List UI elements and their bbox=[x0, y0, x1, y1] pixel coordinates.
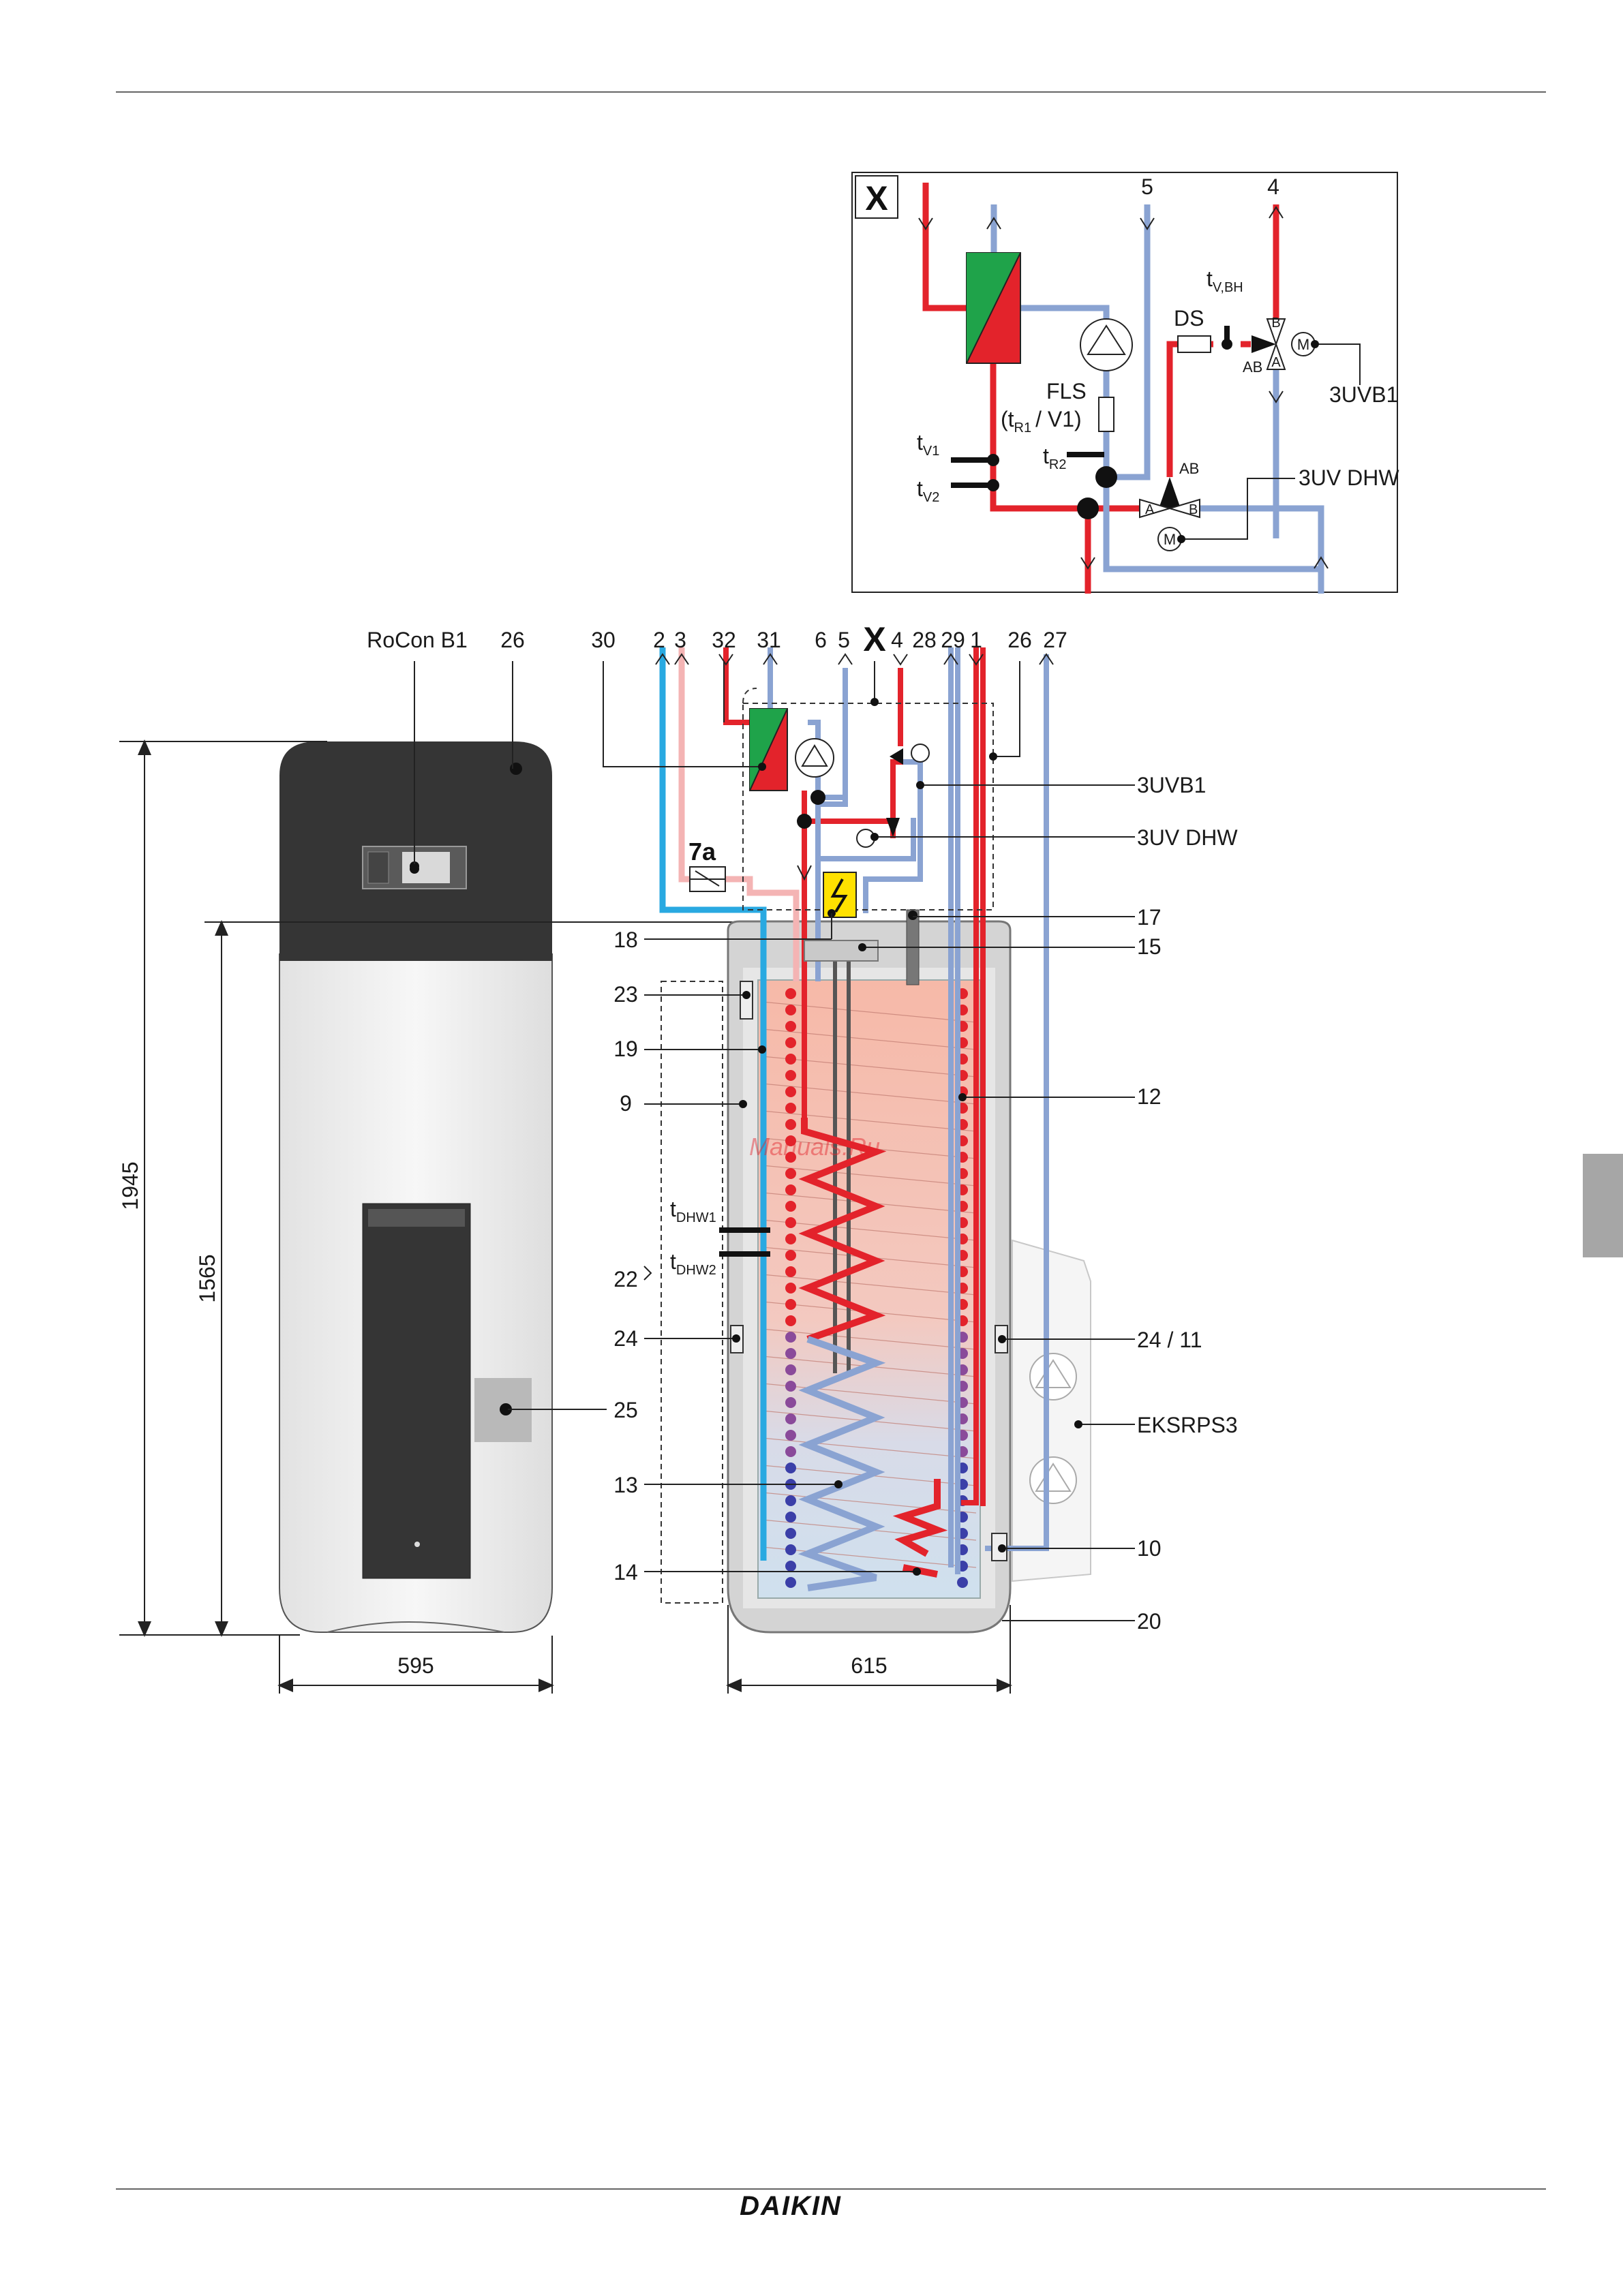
svg-text:17: 17 bbox=[1137, 905, 1162, 930]
svg-text:3: 3 bbox=[674, 628, 686, 652]
svg-text:29: 29 bbox=[941, 628, 965, 652]
svg-text:30: 30 bbox=[591, 628, 616, 652]
svg-text:M: M bbox=[1297, 336, 1309, 353]
svg-text:A: A bbox=[1271, 355, 1281, 370]
svg-text:28: 28 bbox=[912, 628, 937, 652]
svg-text:26: 26 bbox=[500, 628, 525, 652]
inset-box-label: X bbox=[865, 179, 888, 217]
svg-text:23: 23 bbox=[613, 982, 638, 1007]
svg-text:DS: DS bbox=[1174, 306, 1204, 331]
svg-text:2: 2 bbox=[653, 628, 665, 652]
front-panel-door bbox=[363, 1204, 470, 1578]
svg-text:18: 18 bbox=[613, 928, 638, 952]
svg-text:A: A bbox=[1145, 502, 1155, 517]
svg-text:4: 4 bbox=[891, 628, 903, 652]
pressure-sensor-icon bbox=[1178, 336, 1211, 352]
svg-text:RoCon B1: RoCon B1 bbox=[367, 628, 468, 652]
svg-text:31: 31 bbox=[757, 628, 781, 652]
flow-sensor-icon bbox=[1099, 397, 1114, 431]
svg-text:4: 4 bbox=[1267, 174, 1279, 199]
svg-text:615: 615 bbox=[851, 1653, 887, 1678]
inset-schematic: X bbox=[852, 172, 1399, 594]
daikin-logo: DAIKIN bbox=[740, 2191, 842, 2221]
svg-text:X: X bbox=[863, 620, 885, 658]
svg-text:B: B bbox=[1271, 316, 1280, 331]
svg-text:(tR1/ V1): (tR1/ V1) bbox=[1001, 407, 1082, 435]
svg-text:9: 9 bbox=[620, 1091, 632, 1116]
svg-text:10: 10 bbox=[1137, 1536, 1162, 1561]
svg-text:FLS: FLS bbox=[1046, 379, 1087, 403]
svg-text:B: B bbox=[1189, 502, 1198, 517]
svg-text:1: 1 bbox=[970, 628, 982, 652]
svg-text:595: 595 bbox=[397, 1653, 434, 1678]
svg-text:M: M bbox=[1164, 531, 1176, 548]
svg-text:24: 24 bbox=[613, 1326, 638, 1351]
svg-text:3UV DHW: 3UV DHW bbox=[1137, 825, 1238, 850]
side-tab-marker bbox=[1583, 1154, 1623, 1257]
svg-text:22: 22 bbox=[613, 1267, 638, 1291]
svg-text:AB: AB bbox=[1243, 358, 1262, 376]
svg-text:tDHW2: tDHW2 bbox=[670, 1249, 716, 1278]
watermark: Manuals.Ru bbox=[749, 1133, 880, 1161]
svg-text:24 / 11: 24 / 11 bbox=[1137, 1328, 1202, 1352]
svg-text:13: 13 bbox=[613, 1473, 638, 1497]
svg-text:19: 19 bbox=[613, 1037, 638, 1061]
svg-text:tDHW1: tDHW1 bbox=[670, 1197, 716, 1225]
svg-text:3UVB1: 3UVB1 bbox=[1137, 773, 1206, 797]
svg-text:25: 25 bbox=[613, 1398, 638, 1422]
svg-text:15: 15 bbox=[1137, 934, 1162, 959]
svg-text:6: 6 bbox=[815, 628, 827, 652]
svg-text:5: 5 bbox=[838, 628, 850, 652]
svg-text:26: 26 bbox=[1007, 628, 1032, 652]
svg-text:27: 27 bbox=[1043, 628, 1067, 652]
svg-text:AB: AB bbox=[1179, 460, 1199, 477]
svg-text:3UVB1: 3UVB1 bbox=[1329, 382, 1398, 407]
svg-text:3UV DHW: 3UV DHW bbox=[1299, 465, 1399, 490]
svg-text:7a: 7a bbox=[688, 838, 716, 866]
svg-text:14: 14 bbox=[613, 1560, 638, 1585]
svg-text:12: 12 bbox=[1137, 1084, 1162, 1109]
svg-text:20: 20 bbox=[1137, 1609, 1162, 1634]
svg-text:32: 32 bbox=[712, 628, 736, 652]
svg-text:EKSRPS3: EKSRPS3 bbox=[1137, 1413, 1238, 1437]
svg-text:1945: 1945 bbox=[118, 1161, 142, 1210]
unit-exterior-view bbox=[279, 741, 552, 1632]
svg-text:5: 5 bbox=[1141, 174, 1153, 199]
svg-text:1565: 1565 bbox=[195, 1254, 219, 1302]
